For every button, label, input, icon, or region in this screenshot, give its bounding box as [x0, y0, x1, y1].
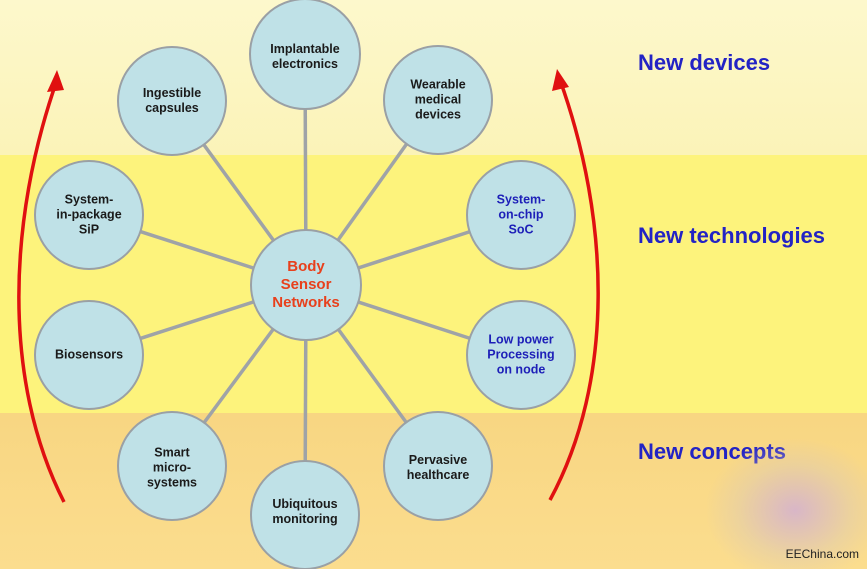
node-label-smart: Smart micro- systems [146, 445, 198, 490]
node-label-sip: System- in-package SiP [56, 192, 122, 237]
node-circle-ubiquitous [250, 460, 360, 569]
center-node-label: Body Sensor Networks [272, 258, 340, 311]
node-label-implantable: Implantable electronics [270, 42, 340, 71]
band-new-technologies [0, 155, 867, 413]
node-label-ubiquitous: Ubiquitous monitoring [272, 497, 338, 526]
right-red-arrowhead [552, 69, 569, 91]
watermark-graphic [707, 439, 867, 569]
watermark-text: EEChina.com [785, 547, 859, 561]
label-new-devices: New devices [638, 50, 771, 75]
node-circle-sip [34, 160, 144, 270]
node-label-biosensors: Biosensors [54, 347, 124, 362]
node-circle-low-power [466, 300, 576, 410]
left-red-arrow-curve [17, 79, 66, 503]
label-new-technologies: New technologies [638, 223, 826, 248]
node-label-pervasive: Pervasive healthcare [406, 453, 470, 482]
node-label-low-power: Low power Processing on node [487, 332, 555, 377]
node-circle-implantable [249, 0, 361, 110]
node-circle-ingestible [117, 46, 227, 156]
node-label-ingestible: Ingestible capsules [142, 86, 202, 115]
node-circle-wearable [383, 45, 493, 155]
node-circle-soc [466, 160, 576, 270]
right-red-arrow-curve [548, 79, 600, 501]
node-circle-biosensors [34, 300, 144, 410]
center-node-circle [250, 229, 362, 341]
node-label-soc: System- on-chip SoC [496, 192, 546, 237]
node-label-wearable: Wearable medical devices [410, 77, 466, 122]
node-circle-smart [117, 411, 227, 521]
node-circle-pervasive [383, 411, 493, 521]
left-red-arrowhead [47, 70, 64, 92]
